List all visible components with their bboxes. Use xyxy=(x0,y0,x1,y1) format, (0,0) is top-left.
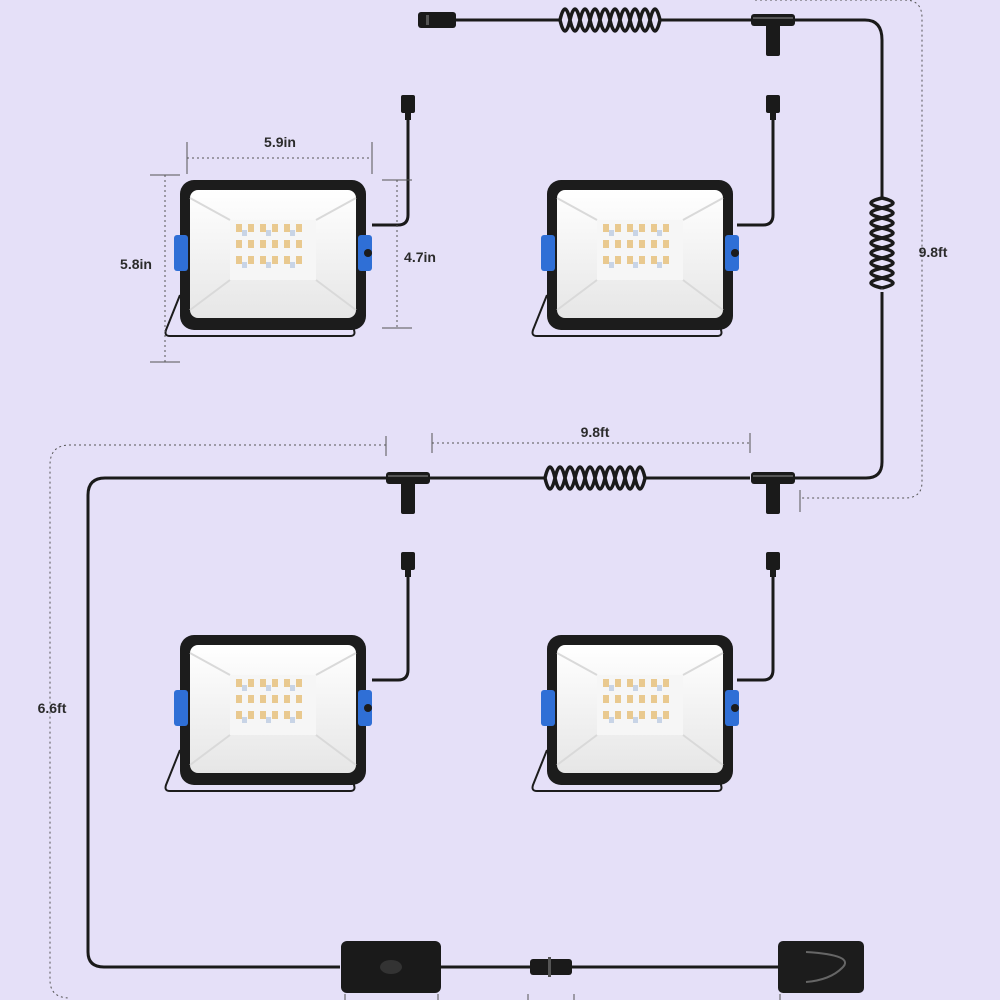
t-connector-middle-left xyxy=(386,472,430,514)
lead-plug-2 xyxy=(766,95,780,120)
flood-light-4 xyxy=(531,634,740,792)
dimension-lines xyxy=(49,0,923,1000)
lead-plug-4 xyxy=(766,552,780,577)
flood-light-1 xyxy=(164,179,373,337)
cable-end-plug xyxy=(418,12,456,28)
inline-connector xyxy=(530,957,572,977)
flood-light-3 xyxy=(164,634,373,792)
lead-plug-3 xyxy=(401,552,415,577)
coiled-cable-top xyxy=(558,7,662,33)
coiled-cable-middle xyxy=(543,465,647,491)
dimension-label-cable-middle: 9.8ft xyxy=(581,424,610,440)
lead-plug-1 xyxy=(401,95,415,120)
dimension-label-cable-right: 9.8ft xyxy=(919,244,948,260)
coiled-cable-right xyxy=(869,196,895,290)
inline-switch xyxy=(341,941,441,993)
flood-light-2 xyxy=(531,179,740,337)
dimension-label-height: 5.8in xyxy=(120,256,152,272)
t-connector-top xyxy=(751,14,795,56)
t-connector-middle-right xyxy=(751,472,795,514)
dimension-label-panel-height: 4.7in xyxy=(404,249,436,265)
dimension-label-cable-left: 6.6ft xyxy=(38,700,67,716)
cable-network xyxy=(86,18,884,969)
dimension-label-width: 5.9in xyxy=(264,134,296,150)
power-adapter xyxy=(778,941,864,993)
